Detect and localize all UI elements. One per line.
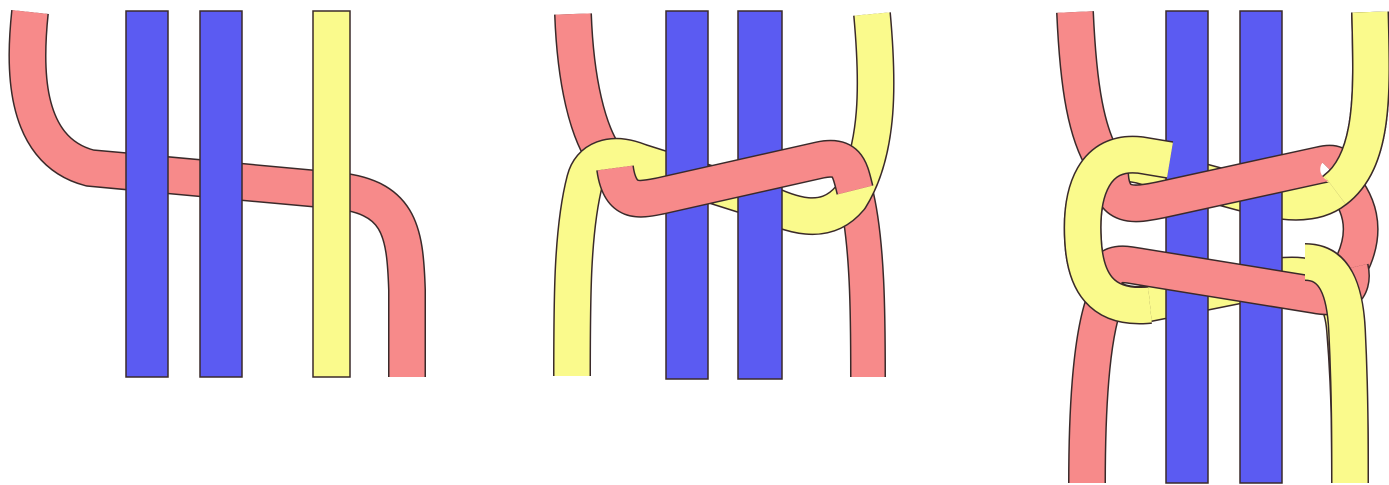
filler-cord-2 [1240,11,1282,483]
filler-cord-2 [200,11,242,377]
knot-step-1 [27,11,407,377]
right-cord-yellow [313,11,350,377]
filler-cord-1 [1166,11,1208,483]
right-cord-yellow-top [1335,12,1371,190]
filler-cord-1 [126,11,168,377]
knot-step-2 [572,11,876,379]
knot-step-3 [1075,11,1371,483]
